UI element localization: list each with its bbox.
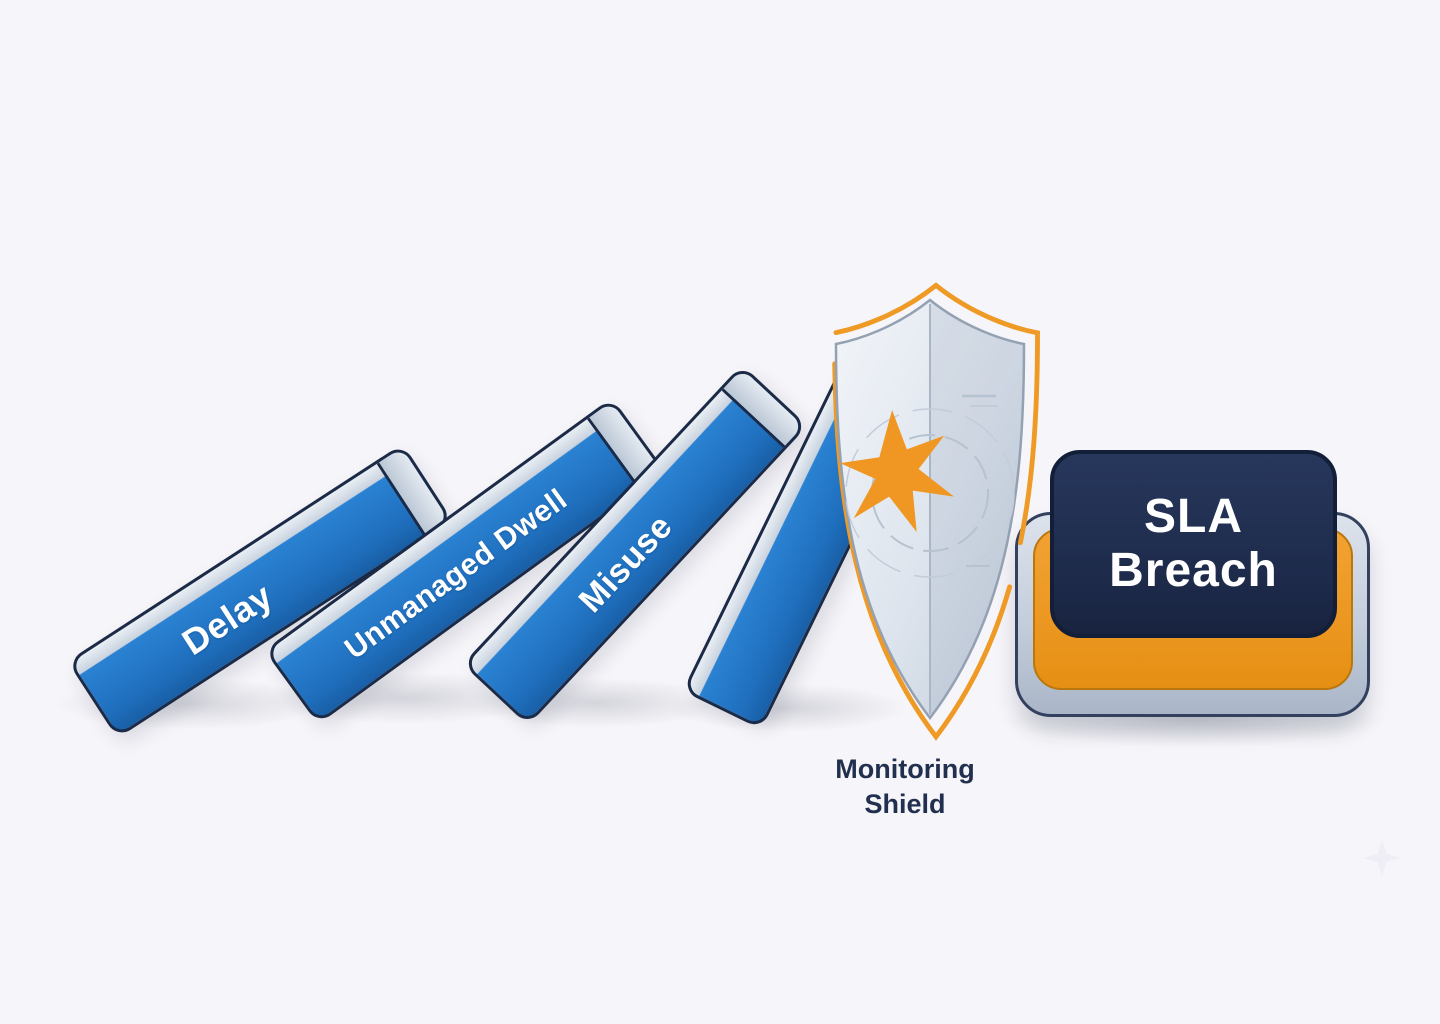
- shield-icon: [820, 278, 1040, 748]
- sla-breach-button: SLA Breach: [1050, 450, 1337, 638]
- sparkle-icon: [1364, 840, 1400, 876]
- sla-breach-label-line1: SLA: [1144, 490, 1243, 544]
- sla-breach-label-line2: Breach: [1109, 544, 1278, 597]
- shield-caption-line1: Monitoring: [835, 754, 975, 784]
- impact-starburst-icon: [838, 408, 956, 536]
- shield-caption: Monitoring Shield: [780, 752, 1030, 822]
- shield-caption-line2: Shield: [864, 789, 946, 820]
